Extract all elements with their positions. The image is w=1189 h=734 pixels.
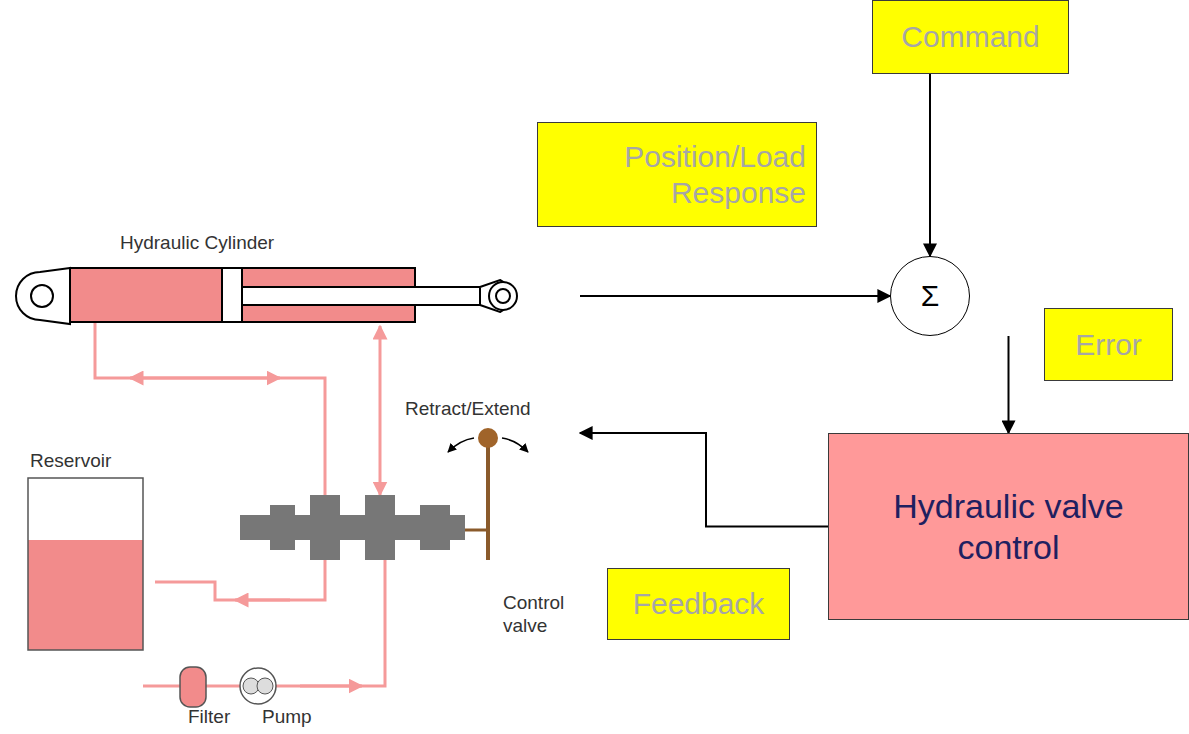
error-label: Error [1044,308,1173,381]
command-label: Command [872,0,1069,74]
summing-junction: Σ [890,256,970,336]
node-text: Σ [921,279,940,313]
node-text: Error [1055,327,1162,363]
part-label: Reservoir [30,450,111,473]
part-label: Pump [262,706,312,729]
controller-box: Hydraulic valve control [828,433,1189,620]
cylinder-group: Hydraulic Cylinder [15,232,580,332]
node-text: Command [883,19,1058,55]
signal-arrow [580,433,828,527]
part-label: Filter [188,706,230,729]
feedback-label: Feedback [607,568,790,640]
response-label: Position/Load Response [537,122,817,227]
signal-arrow [1008,336,1010,433]
part-label: Control valve [503,592,583,638]
signal-arrow [580,295,890,297]
node-text: Position/Load Response [548,139,806,211]
signal-arrow [929,74,931,256]
node-text: Hydraulic valve control [843,486,1174,568]
lever-group: Retract/Extend [400,398,580,468]
node-text: Hydraulic Cylinder [15,232,580,254]
node-text: Feedback [618,586,779,622]
node-text: Retract/Extend [400,398,580,420]
